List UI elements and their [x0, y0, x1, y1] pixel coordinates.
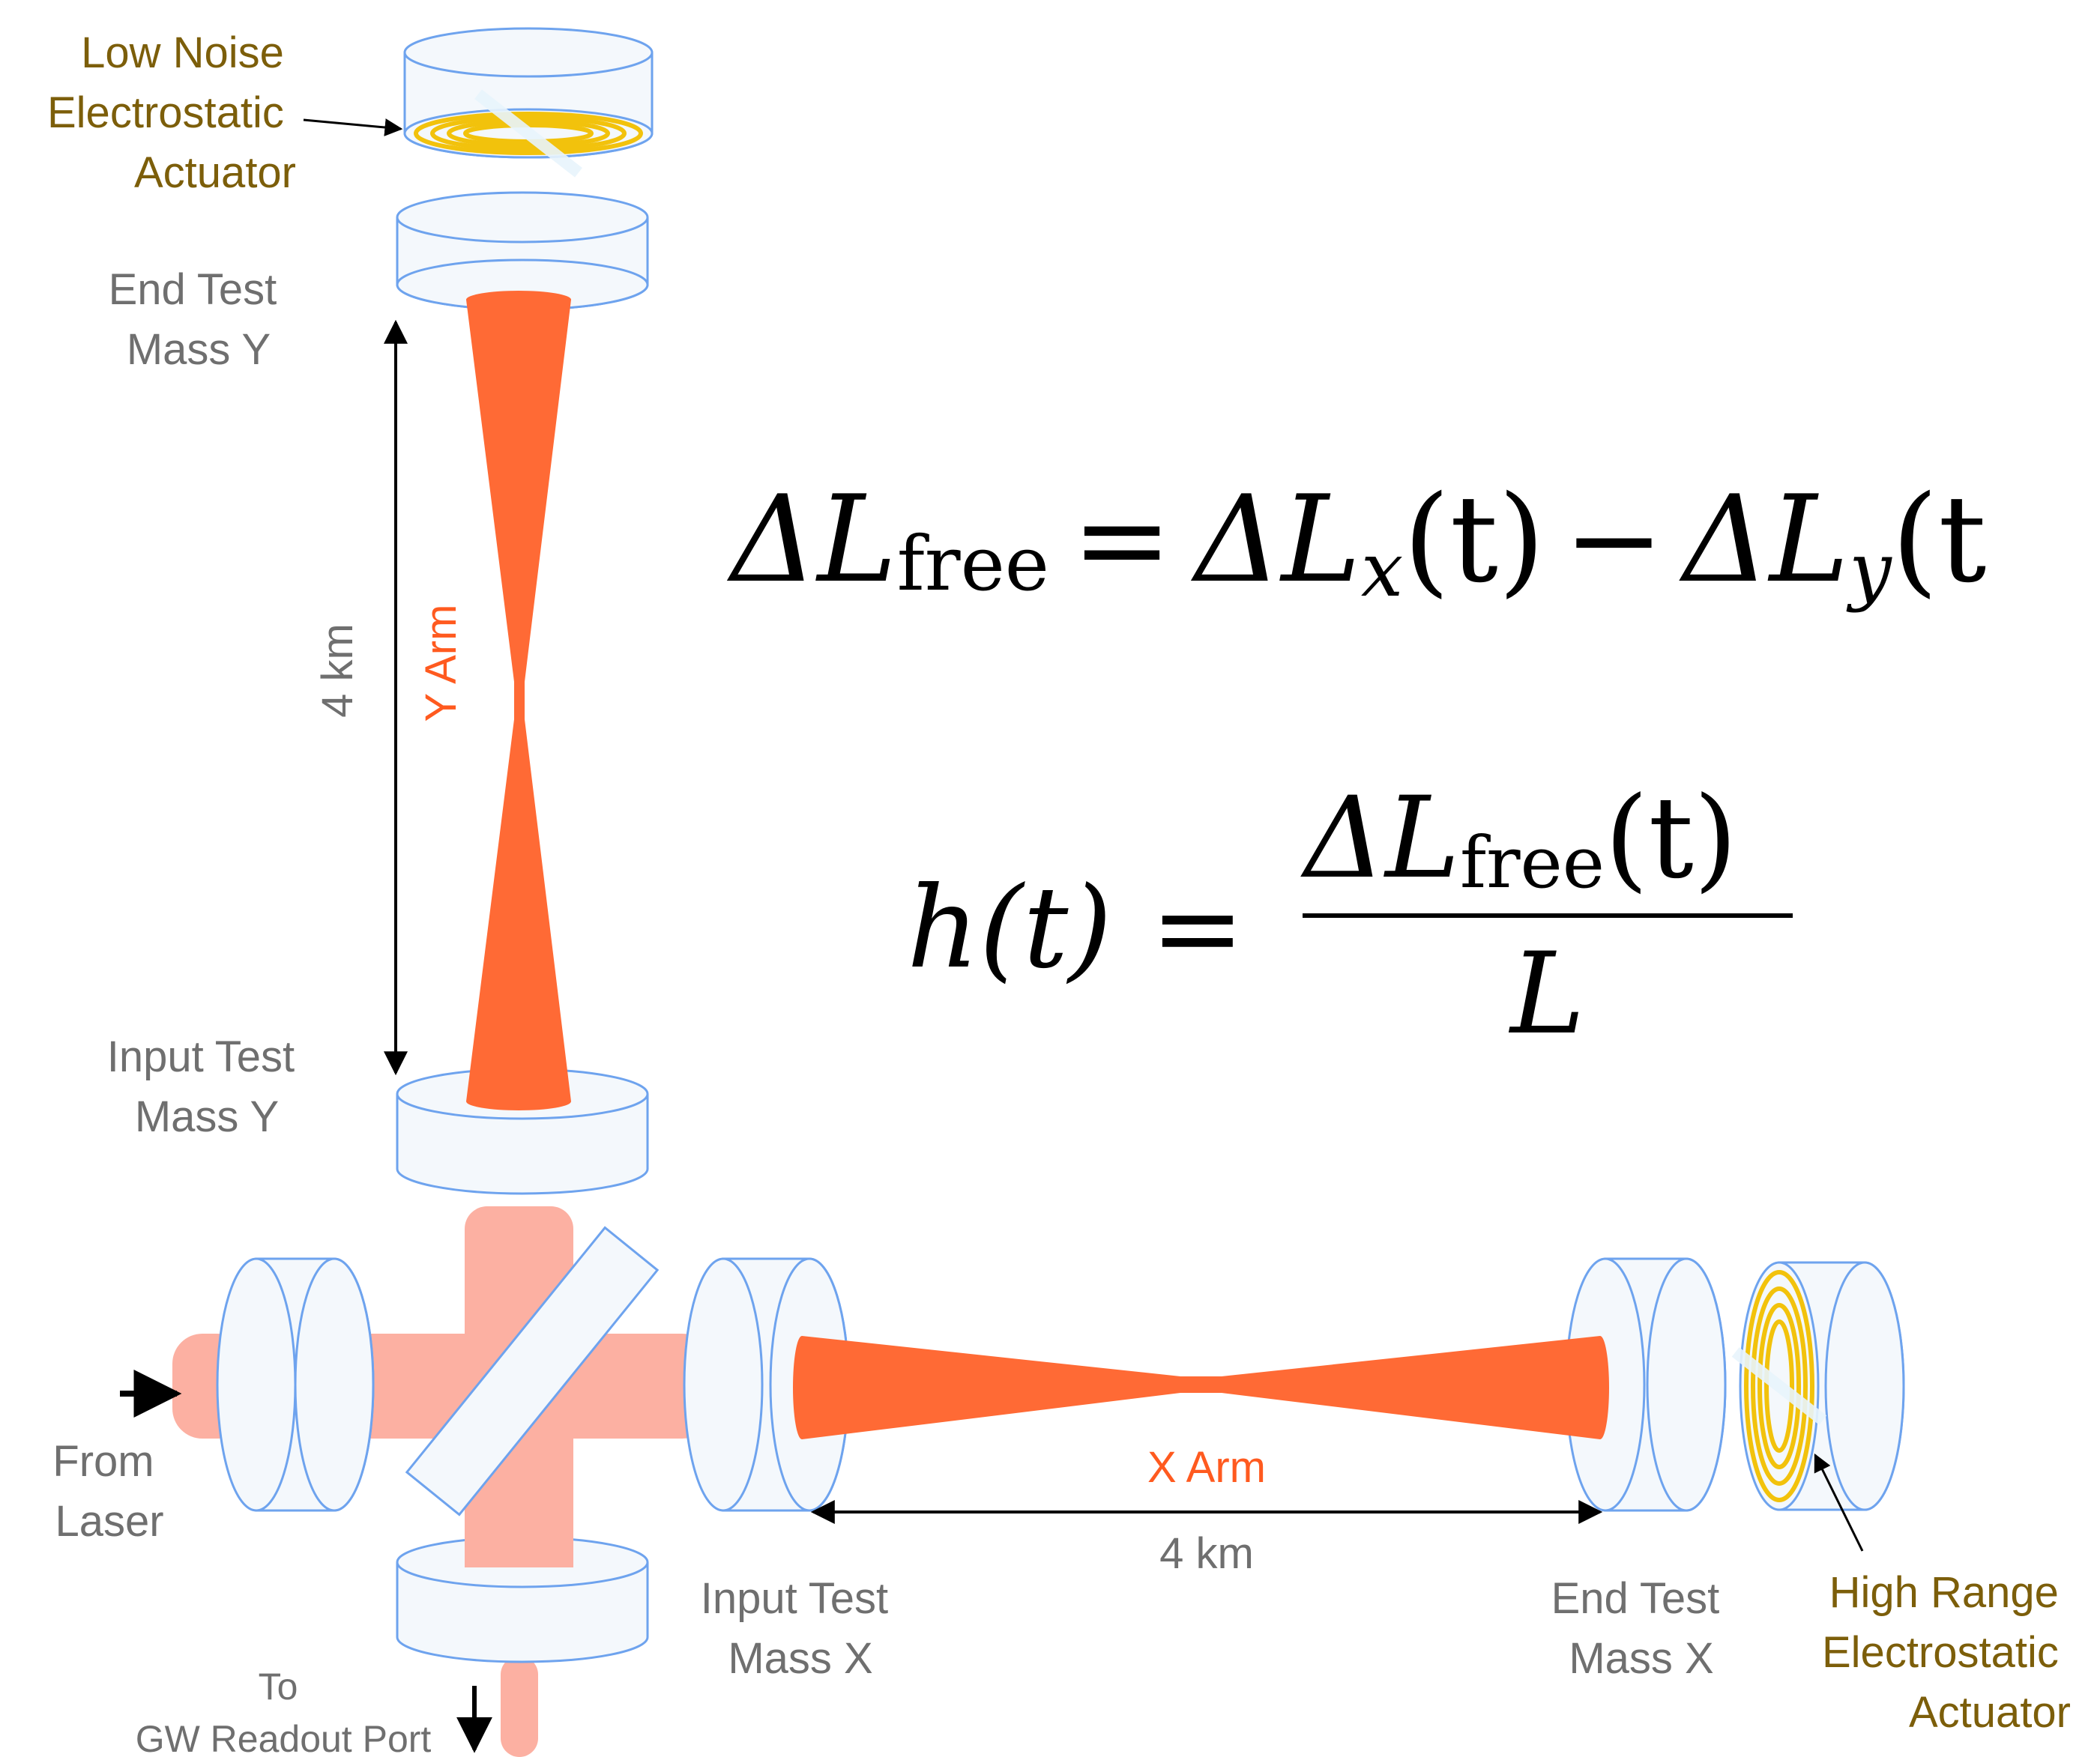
eq1-lhs-sub: free — [897, 520, 1049, 608]
svg-text:ΔLfree=ΔLx(t)−ΔLy(t: ΔLfree=ΔLx(t)−ΔLy(t — [726, 469, 1986, 614]
high-range-pointer — [1814, 1453, 1864, 1552]
input-test-mass-x-label: Input Test Mass X — [701, 1574, 901, 1683]
y-arm-label: Y Arm — [417, 605, 465, 722]
low-noise-actuator — [403, 27, 654, 178]
y-distance-label: 4 km — [313, 623, 362, 718]
labels: Low Noise Electrostatic Actuator End Tes… — [47, 28, 2071, 1757]
eq1-t1-sub: x — [1361, 526, 1403, 614]
y-arm-beam — [466, 291, 571, 1110]
strain-equation: h(t) = ΔLfree(t) L — [907, 773, 1793, 1059]
recycling-mass — [216, 1257, 375, 1512]
x-arm-label: X Arm — [1147, 1443, 1266, 1492]
beam-splitter — [405, 1226, 660, 1516]
x-distance-label: 4 km — [1159, 1529, 1254, 1578]
eq1-minus: − — [1563, 469, 1664, 609]
eq1-t1-main: ΔL — [1190, 469, 1361, 609]
delta-l-equation: ΔLfree=ΔLx(t)−ΔLy(t — [726, 469, 1986, 614]
eq1-equals: = — [1072, 469, 1172, 609]
eq1-t2-sub: y — [1846, 526, 1892, 614]
eq2-num-sub: free — [1460, 822, 1605, 904]
input-test-mass-y-label: Input Test Mass Y — [107, 1032, 307, 1141]
eq2-lhs: h(t) — [907, 863, 1112, 994]
input-test-mass-y — [396, 1068, 649, 1195]
eq1-t2-arg: (t — [1892, 469, 1987, 609]
readout-mass — [396, 1528, 649, 1663]
end-test-mass-y-label: End Test Mass Y — [109, 265, 289, 374]
end-test-mass-x-label: End Test Mass X — [1551, 1574, 1732, 1683]
low-noise-pointer — [303, 118, 403, 136]
eq2-num-main: ΔL — [1300, 773, 1460, 904]
eq2-numerator: ΔLfree(t) — [1300, 773, 1737, 904]
readout-beam — [501, 1656, 538, 1757]
x-arm-beam — [793, 1336, 1609, 1439]
eq1-lhs-main: ΔL — [726, 469, 897, 609]
input-test-mass-x — [683, 1257, 850, 1512]
eq2-equals: = — [1150, 863, 1245, 994]
low-noise-label: Low Noise Electrostatic Actuator — [47, 28, 296, 197]
eq2-num-arg: (t) — [1605, 773, 1737, 904]
eq1-t2-main: ΔL — [1678, 469, 1849, 609]
eq1-t1-arg: (t) — [1403, 469, 1545, 609]
high-range-actuator — [1731, 1261, 1905, 1511]
eq2-denominator: L — [1508, 929, 1585, 1059]
end-test-mass-x — [1565, 1257, 1727, 1512]
readout-label: To GW Readout Port — [136, 1666, 432, 1757]
high-range-label: High Range Electrostatic Actuator — [1822, 1568, 2071, 1737]
from-laser-label: From Laser — [52, 1437, 166, 1546]
